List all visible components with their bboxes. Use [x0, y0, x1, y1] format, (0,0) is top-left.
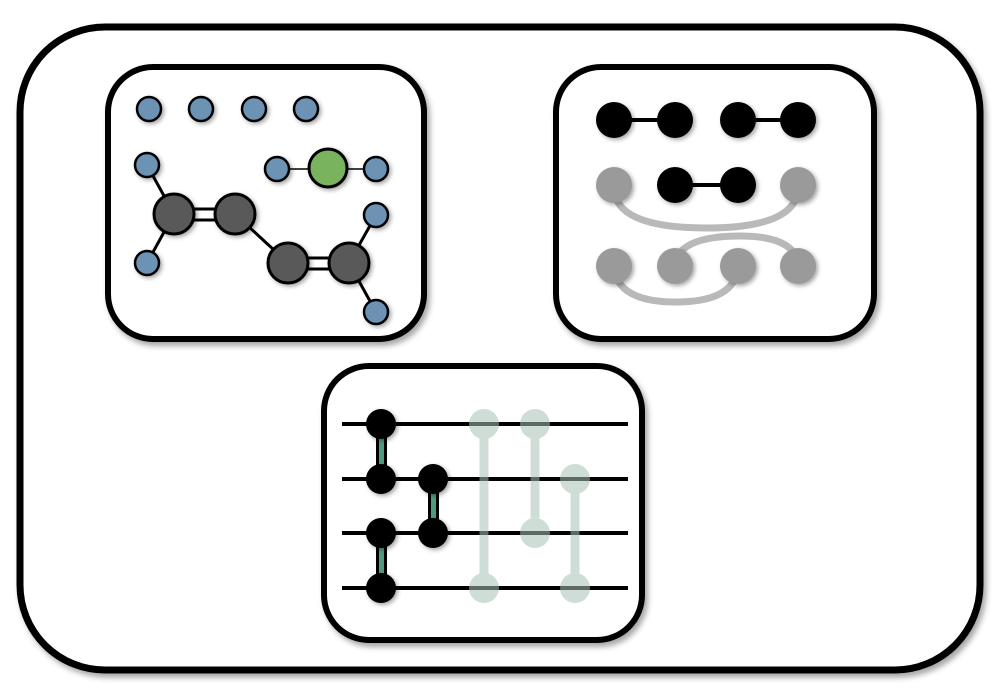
carbon-atom — [327, 241, 371, 285]
faded-gate-node — [560, 573, 590, 603]
faded-gates — [469, 409, 590, 603]
gate-link-fill — [379, 533, 384, 588]
hydrogen-atom — [133, 151, 161, 179]
faded-site-node — [596, 248, 632, 284]
faded-arc — [610, 264, 742, 306]
faded-site-node — [780, 248, 816, 284]
partially-paired-row — [596, 167, 816, 232]
faded-gate-node — [469, 573, 499, 603]
circuit-panel — [321, 363, 645, 643]
hydrogen-atom — [362, 298, 390, 326]
faded-gate-node — [520, 409, 550, 439]
crossed-pairs-row — [596, 232, 816, 306]
carbon-atom — [266, 241, 310, 285]
site-node — [657, 102, 693, 138]
faded-gate-node — [469, 409, 499, 439]
molecule-panel — [105, 64, 427, 342]
gate-node — [418, 518, 448, 548]
free-atoms — [135, 95, 320, 123]
site-node — [780, 102, 816, 138]
faded-arc — [610, 183, 802, 232]
highlighted-atom — [307, 147, 349, 189]
hydrogen-atom — [240, 95, 268, 123]
faded-site-node — [657, 248, 693, 284]
hydrogen-atom — [362, 155, 390, 183]
carbon-atom — [152, 192, 196, 236]
hydrogen-atom — [292, 95, 320, 123]
hydrogen-atom — [135, 95, 163, 123]
faded-gate-node — [520, 518, 550, 548]
gate-link-fill — [379, 424, 384, 479]
gate-link-fill — [431, 479, 436, 533]
active-gates — [366, 409, 448, 603]
gate-node — [366, 464, 396, 494]
faded-gate-node — [560, 464, 590, 494]
hydrogen-atom — [133, 249, 161, 277]
gate-node — [418, 464, 448, 494]
gate-node — [366, 409, 396, 439]
bonded-atoms — [133, 147, 390, 326]
hydrogen-atom — [362, 201, 390, 229]
site-node — [657, 167, 693, 203]
faded-site-node — [780, 167, 816, 203]
site-node — [720, 167, 756, 203]
pairing-panel — [553, 64, 877, 342]
faded-arc — [671, 232, 802, 266]
hydrogen-atom — [187, 95, 215, 123]
gate-node — [366, 573, 396, 603]
site-node — [596, 102, 632, 138]
faded-site-node — [720, 248, 756, 284]
site-node — [720, 102, 756, 138]
paired-row — [596, 102, 816, 138]
faded-site-node — [596, 167, 632, 203]
gate-node — [366, 518, 396, 548]
hydrogen-atom — [263, 155, 291, 183]
carbon-atom — [213, 192, 257, 236]
